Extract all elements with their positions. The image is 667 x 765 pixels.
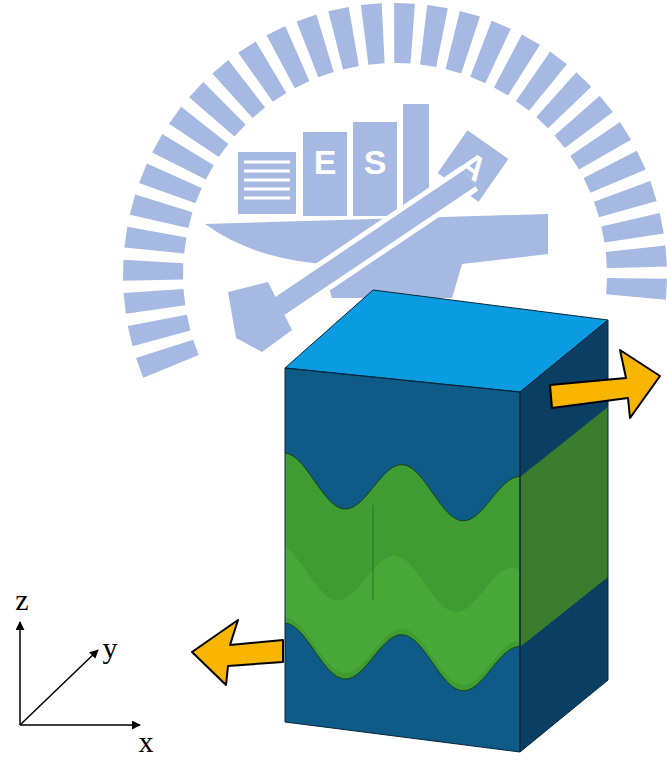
axis-label: y	[103, 633, 118, 663]
logo-block	[353, 122, 397, 216]
logo-ring-tick	[297, 15, 334, 78]
y-axis	[20, 650, 98, 725]
inner-wavy-sheet	[285, 547, 520, 685]
layer-right-face	[520, 407, 608, 647]
logo-ring-tick	[361, 3, 385, 64]
logo-ring-tick	[394, 3, 415, 64]
axis-label: x	[139, 727, 154, 757]
block-edges	[285, 290, 608, 752]
logo-ring-tick	[594, 181, 657, 217]
layer-top-edge	[285, 453, 520, 521]
logo-ring-tick	[123, 260, 183, 281]
axis-triad	[20, 622, 140, 725]
logo-ring-tick	[601, 213, 663, 243]
logo-letter: S	[364, 145, 387, 179]
flow-arrow	[550, 350, 660, 418]
logo-ring-tick	[606, 246, 667, 269]
logo-ring-tick	[128, 315, 191, 347]
logo-book-lines	[244, 162, 290, 198]
z-axis	[19, 622, 21, 725]
logo-hammer	[228, 282, 292, 352]
logo-ring-tick	[124, 289, 186, 314]
x-axis	[20, 724, 140, 726]
block-front-face	[285, 368, 520, 752]
layer-back-edge	[373, 505, 374, 600]
logo-ring-tick	[606, 278, 667, 300]
wavy-layer-block	[285, 290, 608, 752]
logo-ring-tick	[446, 11, 480, 74]
logo-chain	[521, 218, 535, 253]
logo-ring-tick	[328, 7, 359, 70]
layer-bottom-edge	[285, 623, 520, 691]
logo-block	[303, 132, 347, 216]
flow-arrow	[192, 620, 283, 685]
logo-ring-tick	[420, 5, 448, 67]
axis-label: z	[15, 585, 28, 615]
logo-ring-tick	[124, 227, 186, 254]
layer-front-face	[285, 453, 520, 691]
logo-book	[238, 152, 296, 214]
logo-ring-tick	[130, 195, 193, 228]
logo-ring-tick	[136, 340, 199, 378]
logo-letter: E	[314, 145, 337, 179]
